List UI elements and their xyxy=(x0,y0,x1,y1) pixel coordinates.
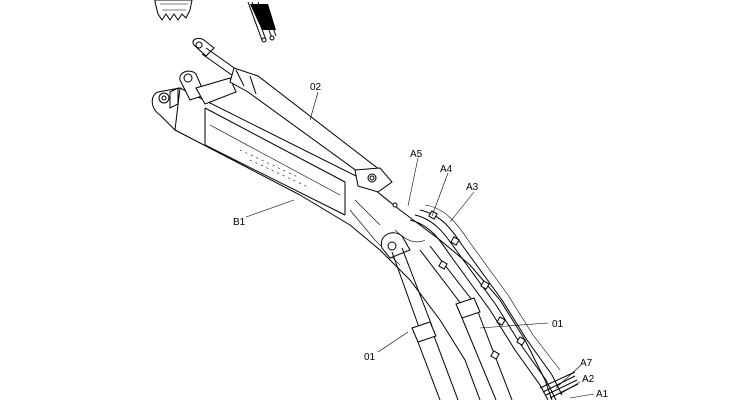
callout-a3: A3 xyxy=(466,182,479,193)
hose-bundle-fragment xyxy=(247,1,277,43)
boom-cylinder-left xyxy=(380,232,459,400)
callout-a4: A4 xyxy=(440,164,453,175)
arm-cylinder xyxy=(192,37,393,193)
boom-body xyxy=(151,70,553,400)
boom-cylinder-right xyxy=(419,245,513,400)
callout-b1: B1 xyxy=(233,217,246,228)
callout-a5: A5 xyxy=(410,149,423,160)
leader-lines xyxy=(245,91,595,399)
callout-01-left: 01 xyxy=(364,352,376,363)
hydraulic-hoses xyxy=(394,204,579,400)
callout-01-right: 01 xyxy=(552,319,564,330)
callout-02: 02 xyxy=(310,82,322,93)
callout-a2: A2 xyxy=(582,374,595,385)
callout-a7: A7 xyxy=(580,358,593,369)
callout-a1: A1 xyxy=(596,389,609,400)
bucket-teeth-fragment xyxy=(154,0,193,21)
